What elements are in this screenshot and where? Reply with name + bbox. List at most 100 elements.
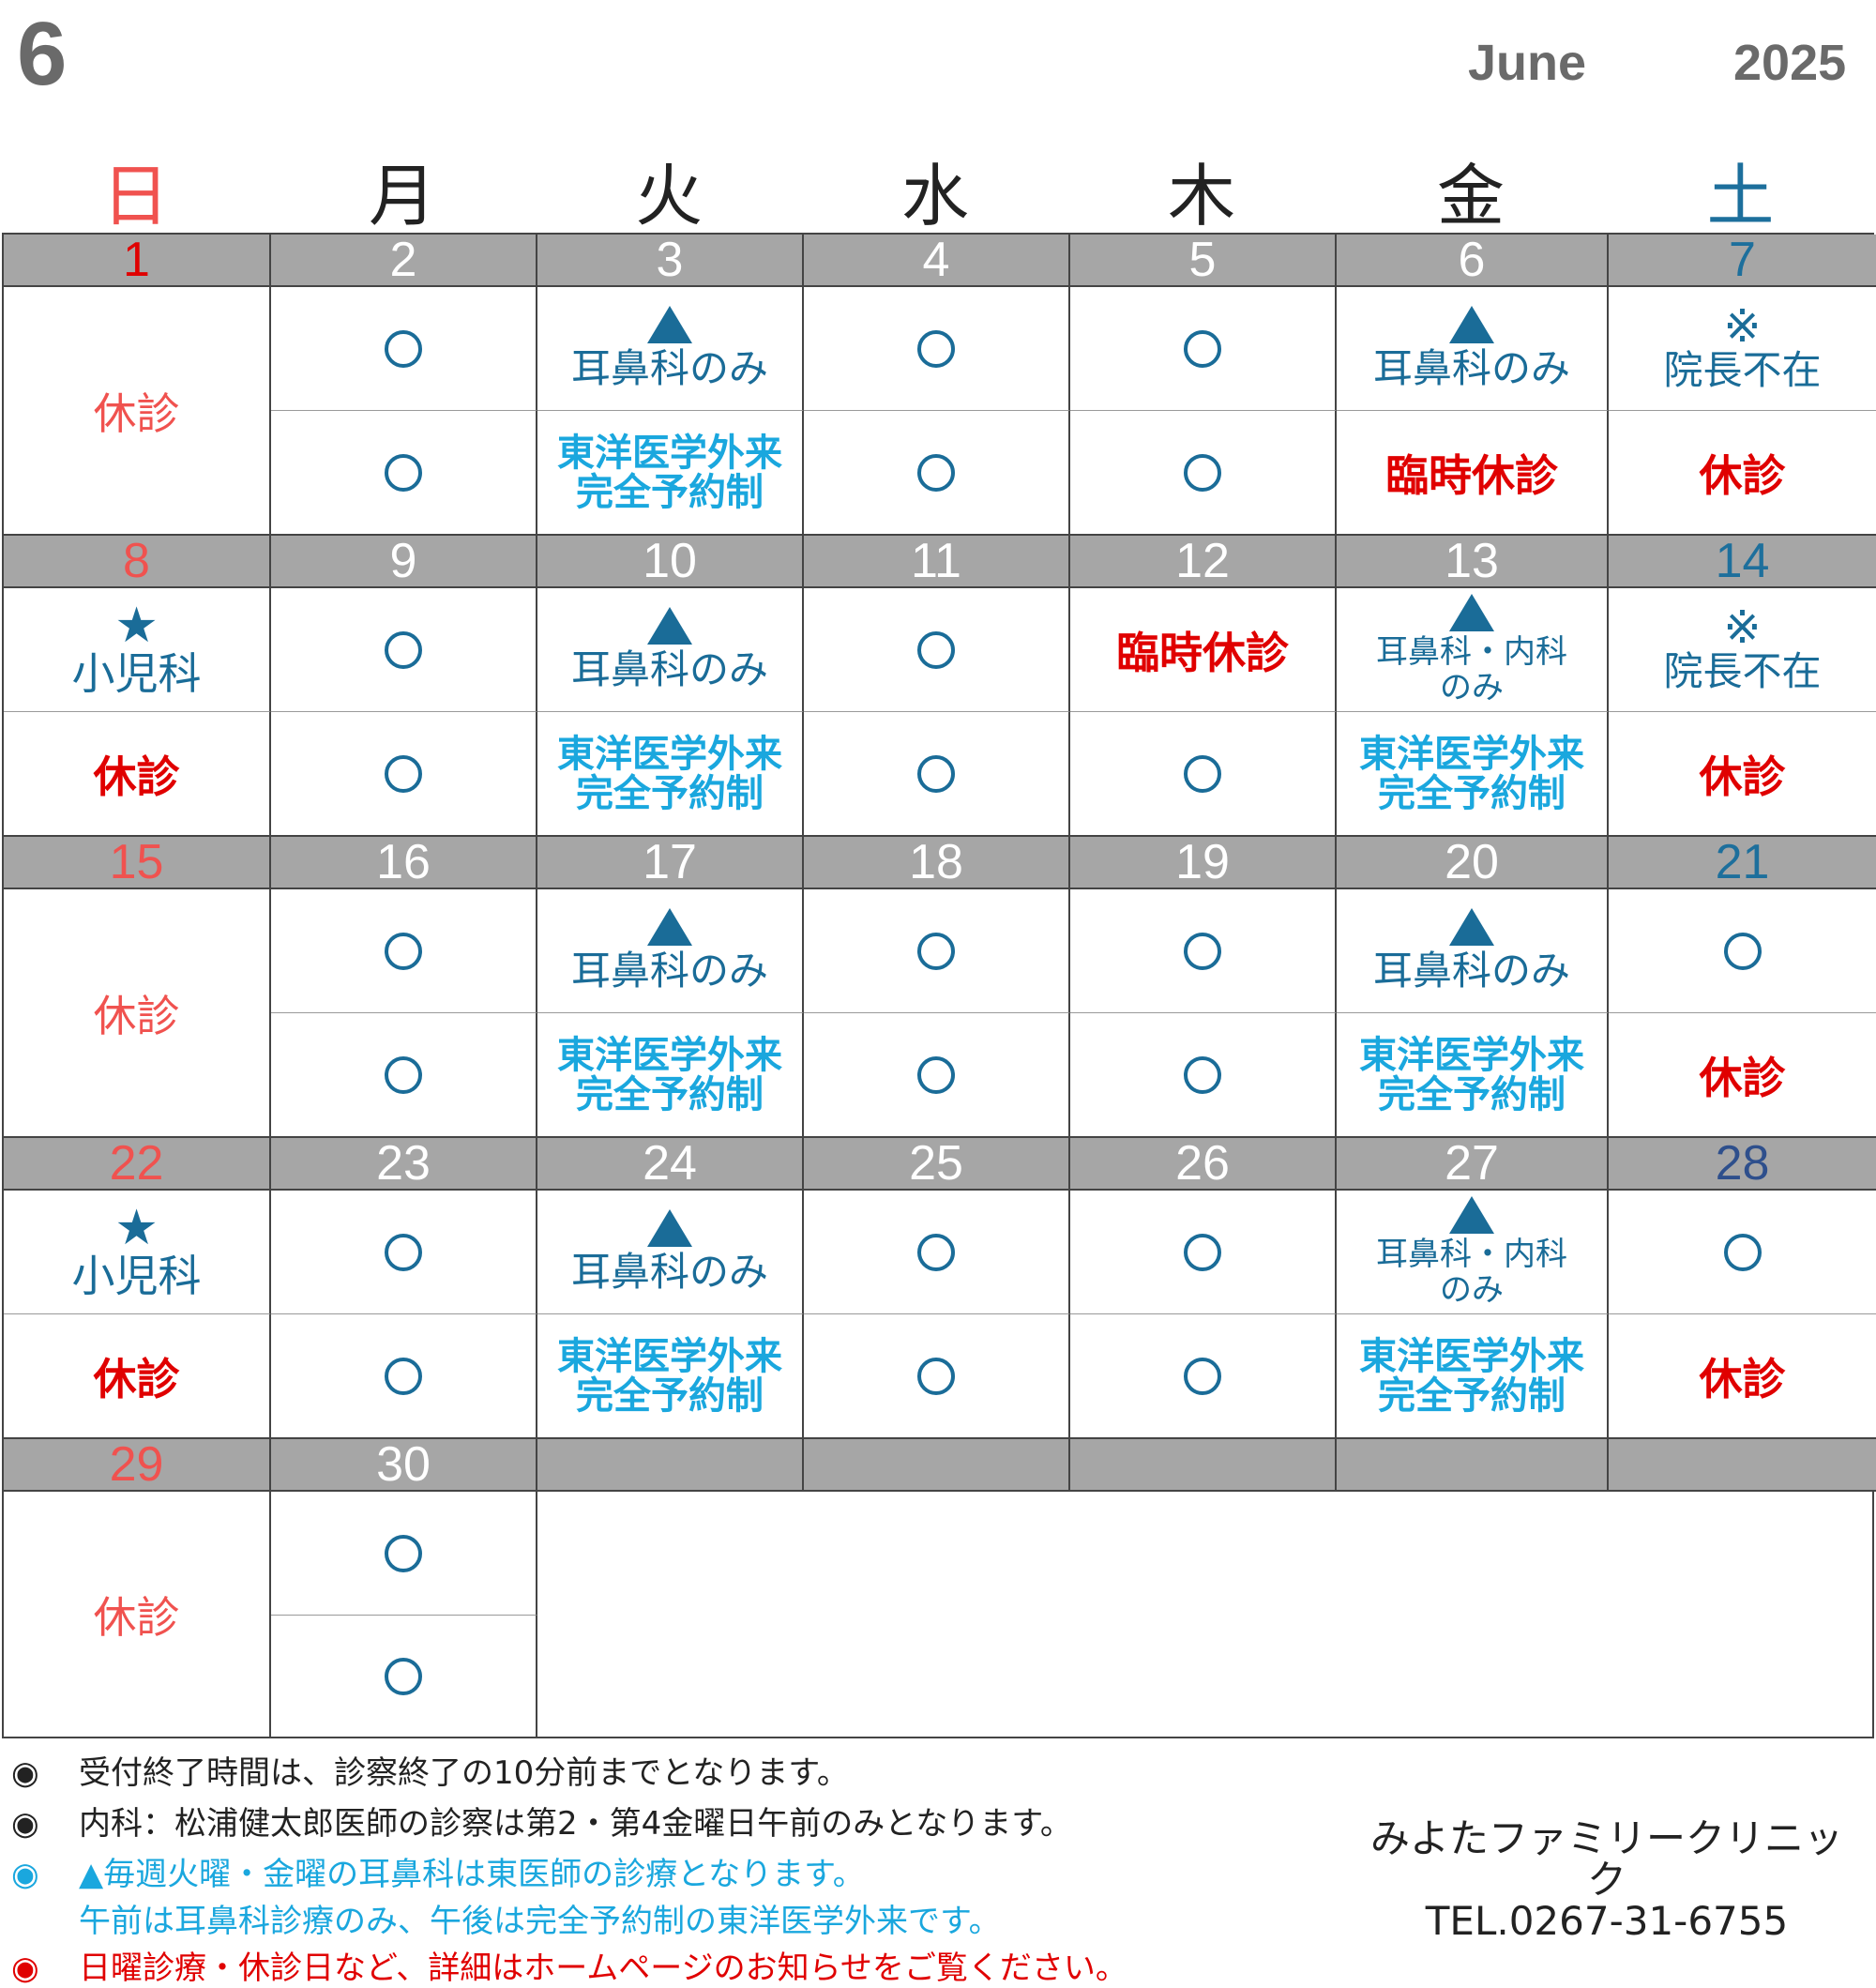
open-circle-icon bbox=[385, 453, 422, 492]
day-number: 12 bbox=[1070, 536, 1337, 588]
open-circle-icon bbox=[1184, 453, 1221, 492]
bullet-icon: ◉ bbox=[11, 1856, 39, 1893]
star-icon: ★ bbox=[114, 1200, 159, 1257]
open-circle-icon bbox=[1184, 1055, 1221, 1094]
pm-slot bbox=[271, 1013, 537, 1138]
director-absent-label: 院長不在 bbox=[1663, 347, 1822, 394]
reservation-only-label: 完全予約制 bbox=[576, 470, 764, 514]
eastern-medicine-label: 東洋医学外来 bbox=[557, 1334, 782, 1378]
ent-only-label: 耳鼻科のみ bbox=[1372, 345, 1570, 392]
am-slot bbox=[1070, 1191, 1337, 1314]
triangle-icon bbox=[1449, 306, 1494, 344]
bullet-icon: ◉ bbox=[11, 1805, 39, 1843]
day-number: 2 bbox=[271, 235, 537, 287]
open-circle-icon bbox=[1184, 932, 1221, 970]
day-number bbox=[1070, 1439, 1337, 1492]
ent-only-label: 耳鼻科のみ bbox=[570, 646, 768, 693]
day-number: 25 bbox=[804, 1138, 1070, 1191]
am-slot: 耳鼻科のみ bbox=[537, 287, 804, 411]
sun-closed-cell: 休診 bbox=[4, 889, 271, 1138]
open-circle-icon bbox=[1723, 1233, 1762, 1271]
open-circle-icon bbox=[917, 1357, 955, 1395]
day-number: 11 bbox=[804, 536, 1070, 588]
day-number: 6 bbox=[1337, 235, 1609, 287]
pm-slot: 東洋医学外来 完全予約制 bbox=[537, 1314, 804, 1439]
closed-label: 休診 bbox=[93, 1353, 180, 1404]
closed-label: 休診 bbox=[1699, 449, 1786, 501]
open-circle-icon bbox=[385, 1055, 422, 1094]
am-slot bbox=[1070, 287, 1337, 411]
pm-slot bbox=[804, 712, 1070, 837]
eastern-medicine-label: 東洋医学外来 bbox=[557, 732, 782, 776]
eastern-medicine-label: 東洋医学外来 bbox=[557, 1033, 782, 1077]
am-slot bbox=[271, 588, 537, 712]
day-number: 16 bbox=[271, 837, 537, 889]
reservation-only-label: 完全予約制 bbox=[576, 771, 764, 815]
pm-slot: 東洋医学外来 完全予約制 bbox=[1337, 1314, 1609, 1439]
only-label: のみ bbox=[1440, 1270, 1504, 1309]
eastern-medicine-label: 東洋医学外来 bbox=[557, 431, 782, 475]
pm-slot bbox=[271, 1314, 537, 1439]
am-slot bbox=[271, 287, 537, 411]
day-number bbox=[804, 1439, 1070, 1492]
note-line: ◉ 内科：松浦健太郎医師の診察は第2・第4金曜日午前のみとなります。 bbox=[11, 1798, 1072, 1844]
am-slot: ★ 小児科 bbox=[4, 588, 271, 712]
closed-label: 休診 bbox=[1699, 1052, 1786, 1103]
ent-only-label: 耳鼻科のみ bbox=[570, 1249, 768, 1296]
open-circle-icon bbox=[385, 1534, 422, 1572]
day-number: 30 bbox=[271, 1439, 537, 1492]
open-circle-icon bbox=[917, 329, 955, 368]
day-number: 27 bbox=[1337, 1138, 1609, 1191]
weekday-header-row: 日 月 火 水 木 金 土 bbox=[2, 150, 1874, 235]
pm-slot: 東洋医学外来 完全予約制 bbox=[1337, 1013, 1609, 1138]
pm-slot bbox=[804, 1314, 1070, 1439]
open-circle-icon bbox=[385, 932, 422, 970]
pm-slot: 休診 bbox=[4, 1314, 271, 1439]
pm-slot: 休診 bbox=[1609, 1013, 1876, 1138]
day-number: 7 bbox=[1609, 235, 1876, 287]
day-number: 1 bbox=[4, 235, 271, 287]
open-circle-icon bbox=[917, 1233, 955, 1271]
weekday-mon: 月 bbox=[368, 157, 436, 235]
day-number: 23 bbox=[271, 1138, 537, 1191]
day-number bbox=[1609, 1439, 1876, 1492]
clinic-name: みよたファミリークリニック bbox=[1369, 1815, 1843, 1904]
note-text: 内科：松浦健太郎医師の診察は第2・第4金曜日午前のみとなります。 bbox=[79, 1805, 1072, 1843]
am-slot: 耳鼻科のみ bbox=[537, 588, 804, 712]
open-circle-icon bbox=[917, 1055, 955, 1094]
pm-slot: 休診 bbox=[1609, 1314, 1876, 1439]
am-slot: 臨時休診 bbox=[1070, 588, 1337, 712]
closed-label: 休診 bbox=[93, 990, 180, 1041]
am-slot bbox=[1609, 1191, 1876, 1314]
pm-slot: 休診 bbox=[1609, 411, 1876, 536]
pm-slot: 東洋医学外来 完全予約制 bbox=[1337, 712, 1609, 837]
am-slot: 耳鼻科のみ bbox=[537, 889, 804, 1013]
day-number bbox=[537, 1439, 804, 1492]
day-number: 28 bbox=[1609, 1138, 1876, 1191]
open-circle-icon bbox=[917, 754, 955, 793]
pediatrics-label: 小児科 bbox=[71, 648, 202, 700]
pm-slot bbox=[1070, 712, 1337, 837]
triangle-icon bbox=[647, 607, 692, 645]
pm-slot: 東洋医学外来 完全予約制 bbox=[537, 1013, 804, 1138]
weekday-wed: 水 bbox=[900, 157, 969, 235]
weekday-fri: 金 bbox=[1436, 157, 1505, 235]
weekday-sun: 日 bbox=[101, 157, 170, 235]
am-slot: ※ 院長不在 bbox=[1609, 588, 1876, 712]
am-slot bbox=[804, 287, 1070, 411]
pm-slot: 休診 bbox=[4, 712, 271, 837]
pm-slot bbox=[1070, 411, 1337, 536]
ent-only-label: 耳鼻科のみ bbox=[1372, 948, 1570, 994]
am-slot: 耳鼻科・内科 のみ bbox=[1337, 588, 1609, 712]
am-slot bbox=[1609, 889, 1876, 1013]
month-name: June bbox=[1468, 35, 1587, 91]
day-number: 19 bbox=[1070, 837, 1337, 889]
open-circle-icon bbox=[1184, 1233, 1221, 1271]
pm-slot bbox=[1070, 1314, 1337, 1439]
temp-closed-label: 臨時休診 bbox=[1116, 627, 1289, 678]
am-slot bbox=[1070, 889, 1337, 1013]
open-circle-icon bbox=[385, 1233, 422, 1271]
open-circle-icon bbox=[385, 1657, 422, 1695]
pm-slot bbox=[271, 411, 537, 536]
triangle-icon bbox=[1449, 594, 1494, 632]
